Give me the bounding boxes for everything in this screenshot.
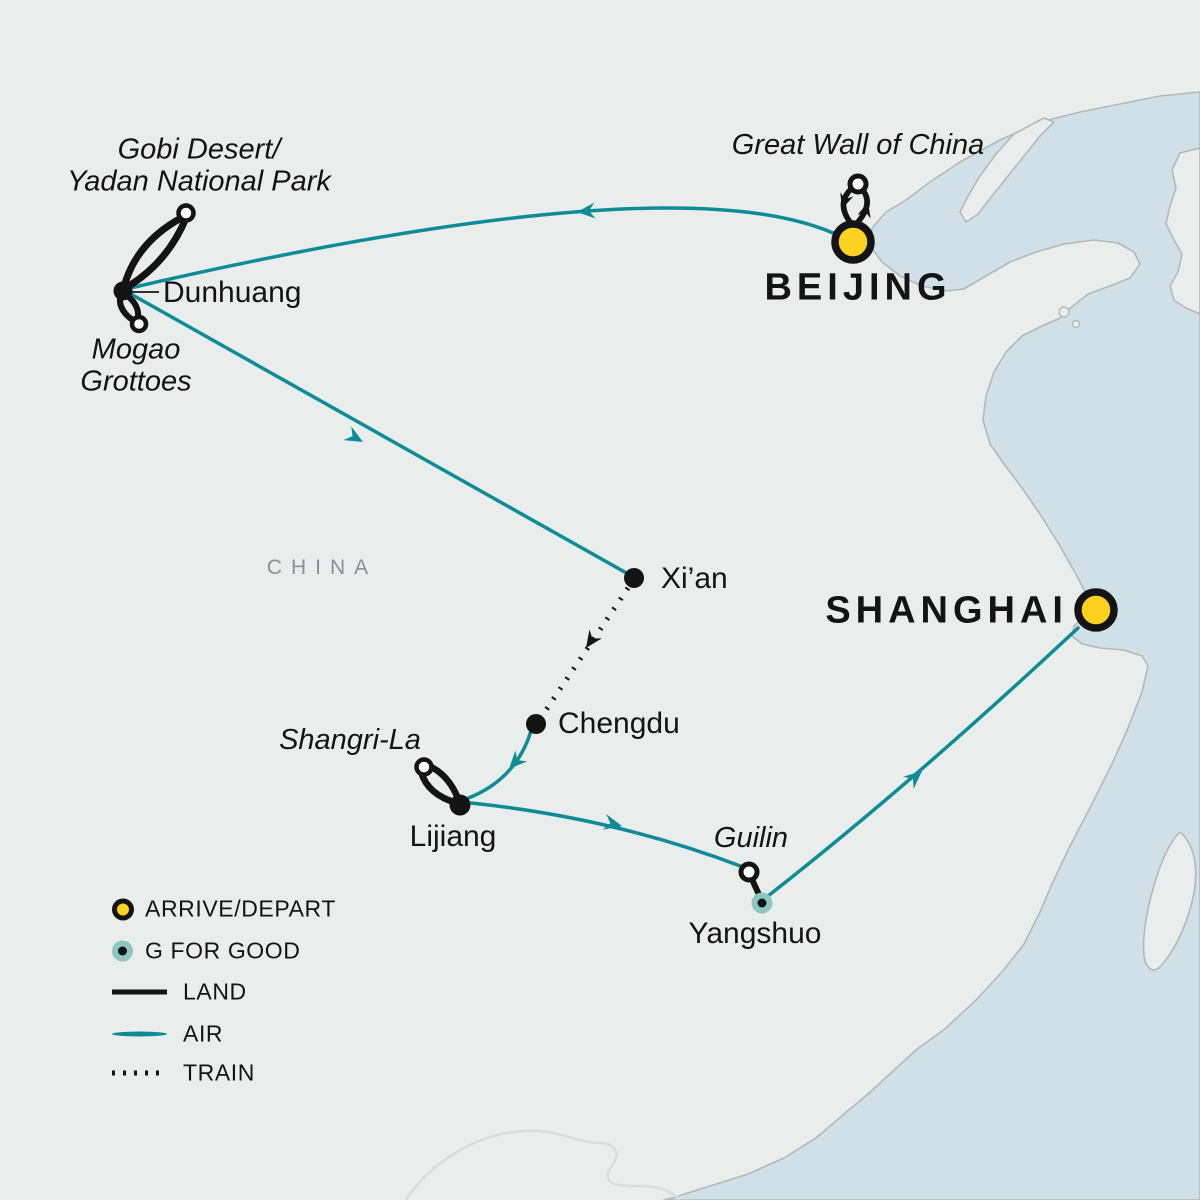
liaodong-peninsula-shape — [959, 117, 1055, 223]
arrow-icon — [509, 750, 528, 769]
shangrila-label: Shangri-La — [279, 723, 421, 756]
korea-coast-shape — [1165, 147, 1200, 315]
gobi-excursion-marker — [176, 203, 196, 223]
guilin-excursion-marker — [738, 861, 760, 883]
legend-item-train: TRAIN — [112, 1060, 255, 1087]
xian-marker — [624, 568, 644, 588]
arrow-icon — [577, 202, 596, 219]
taiwan-shape — [1142, 831, 1197, 971]
arrow-icon — [840, 192, 854, 209]
arrow-icon — [602, 814, 622, 830]
legend-label: TRAIN — [183, 1059, 255, 1086]
china-region-label: CHINA — [266, 556, 378, 580]
arrow-icon — [857, 202, 871, 219]
air-route-arrows — [343, 202, 922, 830]
air-route-chengdu-lijiang — [464, 729, 533, 801]
yangshuo-label: Yangshuo — [688, 917, 822, 951]
arrive-depart-icon — [112, 898, 134, 920]
shangrila-excursion-marker — [414, 757, 434, 777]
legend-item-air: AIR — [112, 1021, 223, 1048]
g-for-good-icon — [112, 940, 133, 962]
country-border-line — [404, 1129, 681, 1200]
dunhuang-label: Dunhuang — [163, 276, 302, 310]
arrow-icon — [903, 771, 922, 789]
chengdu-marker — [526, 714, 546, 734]
beijing-arrive-depart-marker — [831, 220, 875, 264]
city-markers — [113, 173, 1118, 914]
legend-label: ARRIVE/DEPART — [145, 895, 336, 922]
gobi-label: Gobi Desert/ Yadan National Park — [67, 133, 331, 198]
island — [1071, 319, 1081, 329]
yangshuo-gforgood-dot — [757, 898, 767, 908]
xian-label: Xi’an — [661, 562, 728, 596]
beijing-label: BEIJING — [764, 266, 952, 309]
arrow-icon — [586, 629, 602, 648]
legend-item-g-for-good: G FOR GOOD — [112, 938, 301, 965]
legend-item-land: LAND — [112, 979, 247, 1006]
g-for-good-dot — [118, 946, 127, 956]
land-line-icon — [112, 989, 167, 995]
lijiang-marker — [449, 794, 471, 816]
legend-label: LAND — [183, 978, 247, 1005]
air-route-dunhuang-xian — [127, 291, 632, 577]
land-loop-dunhuang-gobi-a — [120, 213, 187, 291]
legend-label: G FOR GOOD — [145, 937, 301, 964]
legend-item-arrive-depart: ARRIVE/DEPART — [112, 896, 336, 923]
land-loop-dunhuang-gobi-b — [120, 214, 190, 293]
train-line-icon — [112, 1070, 162, 1076]
train-route-xian-chengdu — [539, 586, 631, 718]
air-route-beijing-dunhuang — [124, 206, 835, 291]
island — [1058, 306, 1070, 318]
shanghai-label: SHANGHAI — [825, 589, 1068, 632]
shanghai-arrive-depart-marker — [1074, 588, 1118, 632]
mogao-excursion-marker — [129, 314, 149, 334]
greatwall-excursion-marker — [847, 173, 869, 195]
air-line-icon — [112, 1031, 167, 1037]
arrow-icon — [343, 426, 363, 442]
guilin-label: Guilin — [713, 821, 789, 854]
sea-shape — [663, 91, 1200, 1200]
legend-label: AIR — [183, 1020, 224, 1047]
chengdu-label: Chengdu — [558, 707, 680, 741]
mogao-label: Mogao Grottoes — [80, 333, 192, 398]
dunhuang-marker — [113, 281, 133, 301]
great-wall-label: Great Wall of China — [731, 128, 985, 161]
lijiang-label: Lijiang — [409, 820, 497, 854]
